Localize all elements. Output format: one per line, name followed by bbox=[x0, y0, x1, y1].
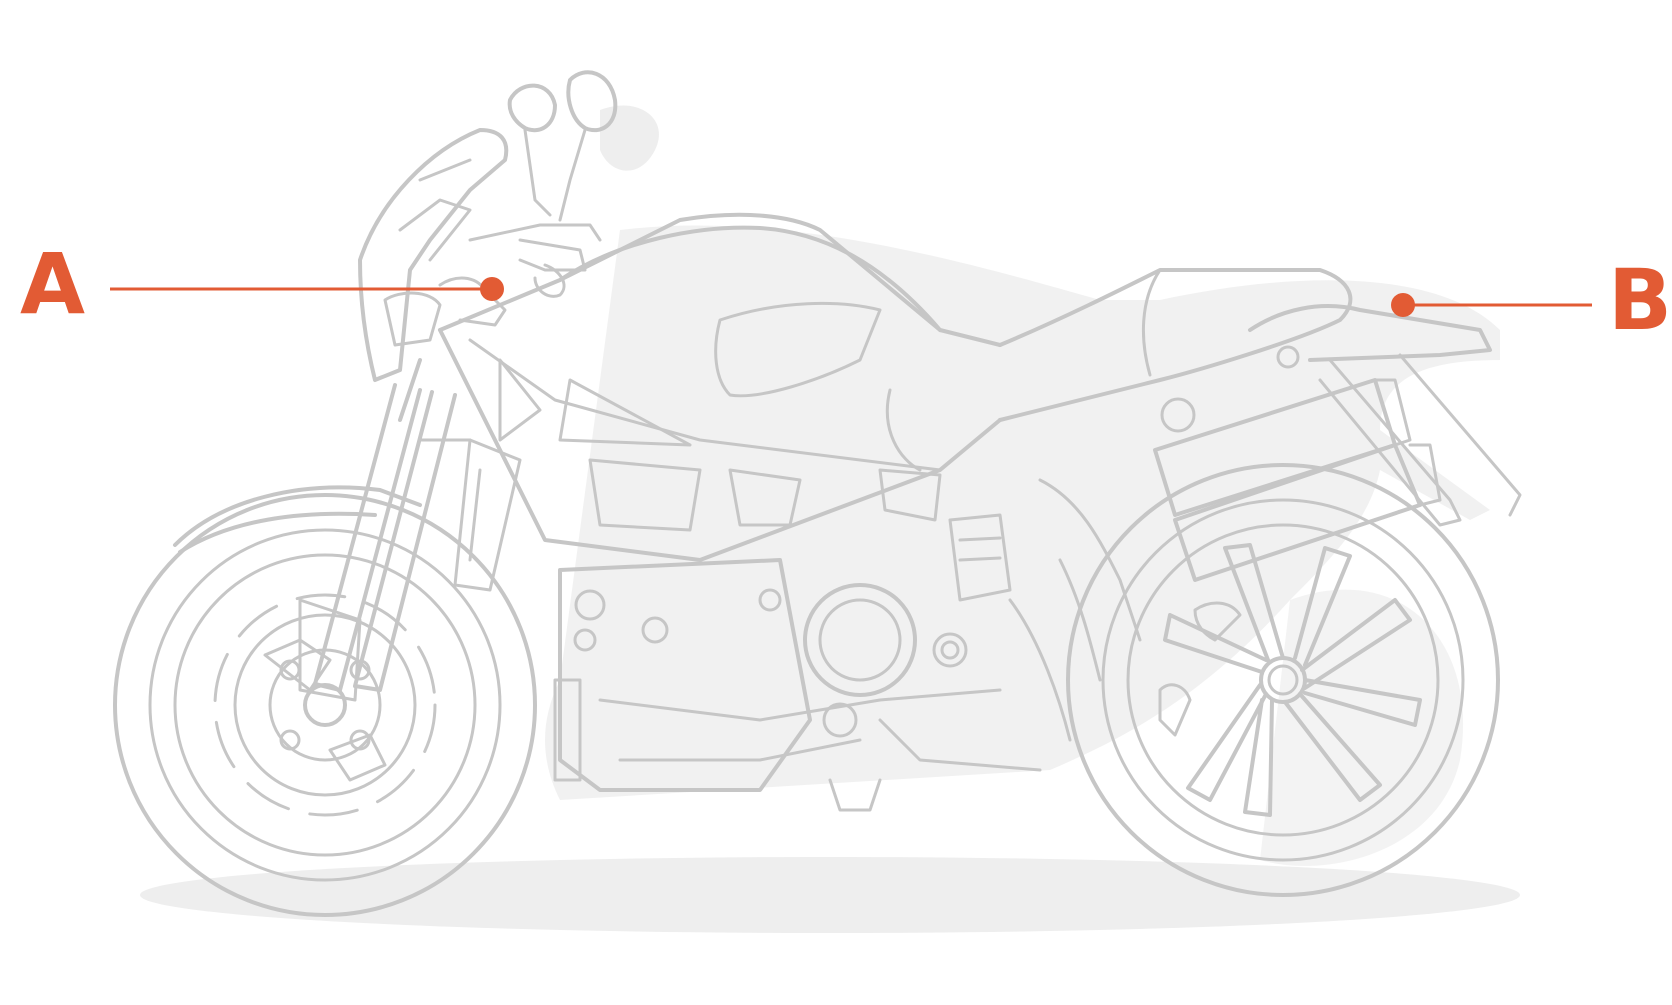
callout-b bbox=[1391, 293, 1592, 317]
rear-wheel bbox=[1066, 463, 1500, 897]
front-fork bbox=[173, 358, 522, 702]
handlebar-cockpit bbox=[358, 70, 618, 382]
callout-label-b: B bbox=[1608, 251, 1672, 349]
callout-a bbox=[110, 277, 504, 301]
front-wheel bbox=[113, 493, 537, 917]
engine-block bbox=[553, 513, 1042, 812]
callout-a-marker bbox=[480, 277, 504, 301]
callout-b-marker bbox=[1391, 293, 1415, 317]
motorcycle-frame bbox=[438, 212, 1522, 562]
callout-label-a: A bbox=[20, 235, 86, 333]
exhaust-pipes bbox=[1008, 378, 1442, 742]
ground-shadow bbox=[140, 105, 1520, 933]
